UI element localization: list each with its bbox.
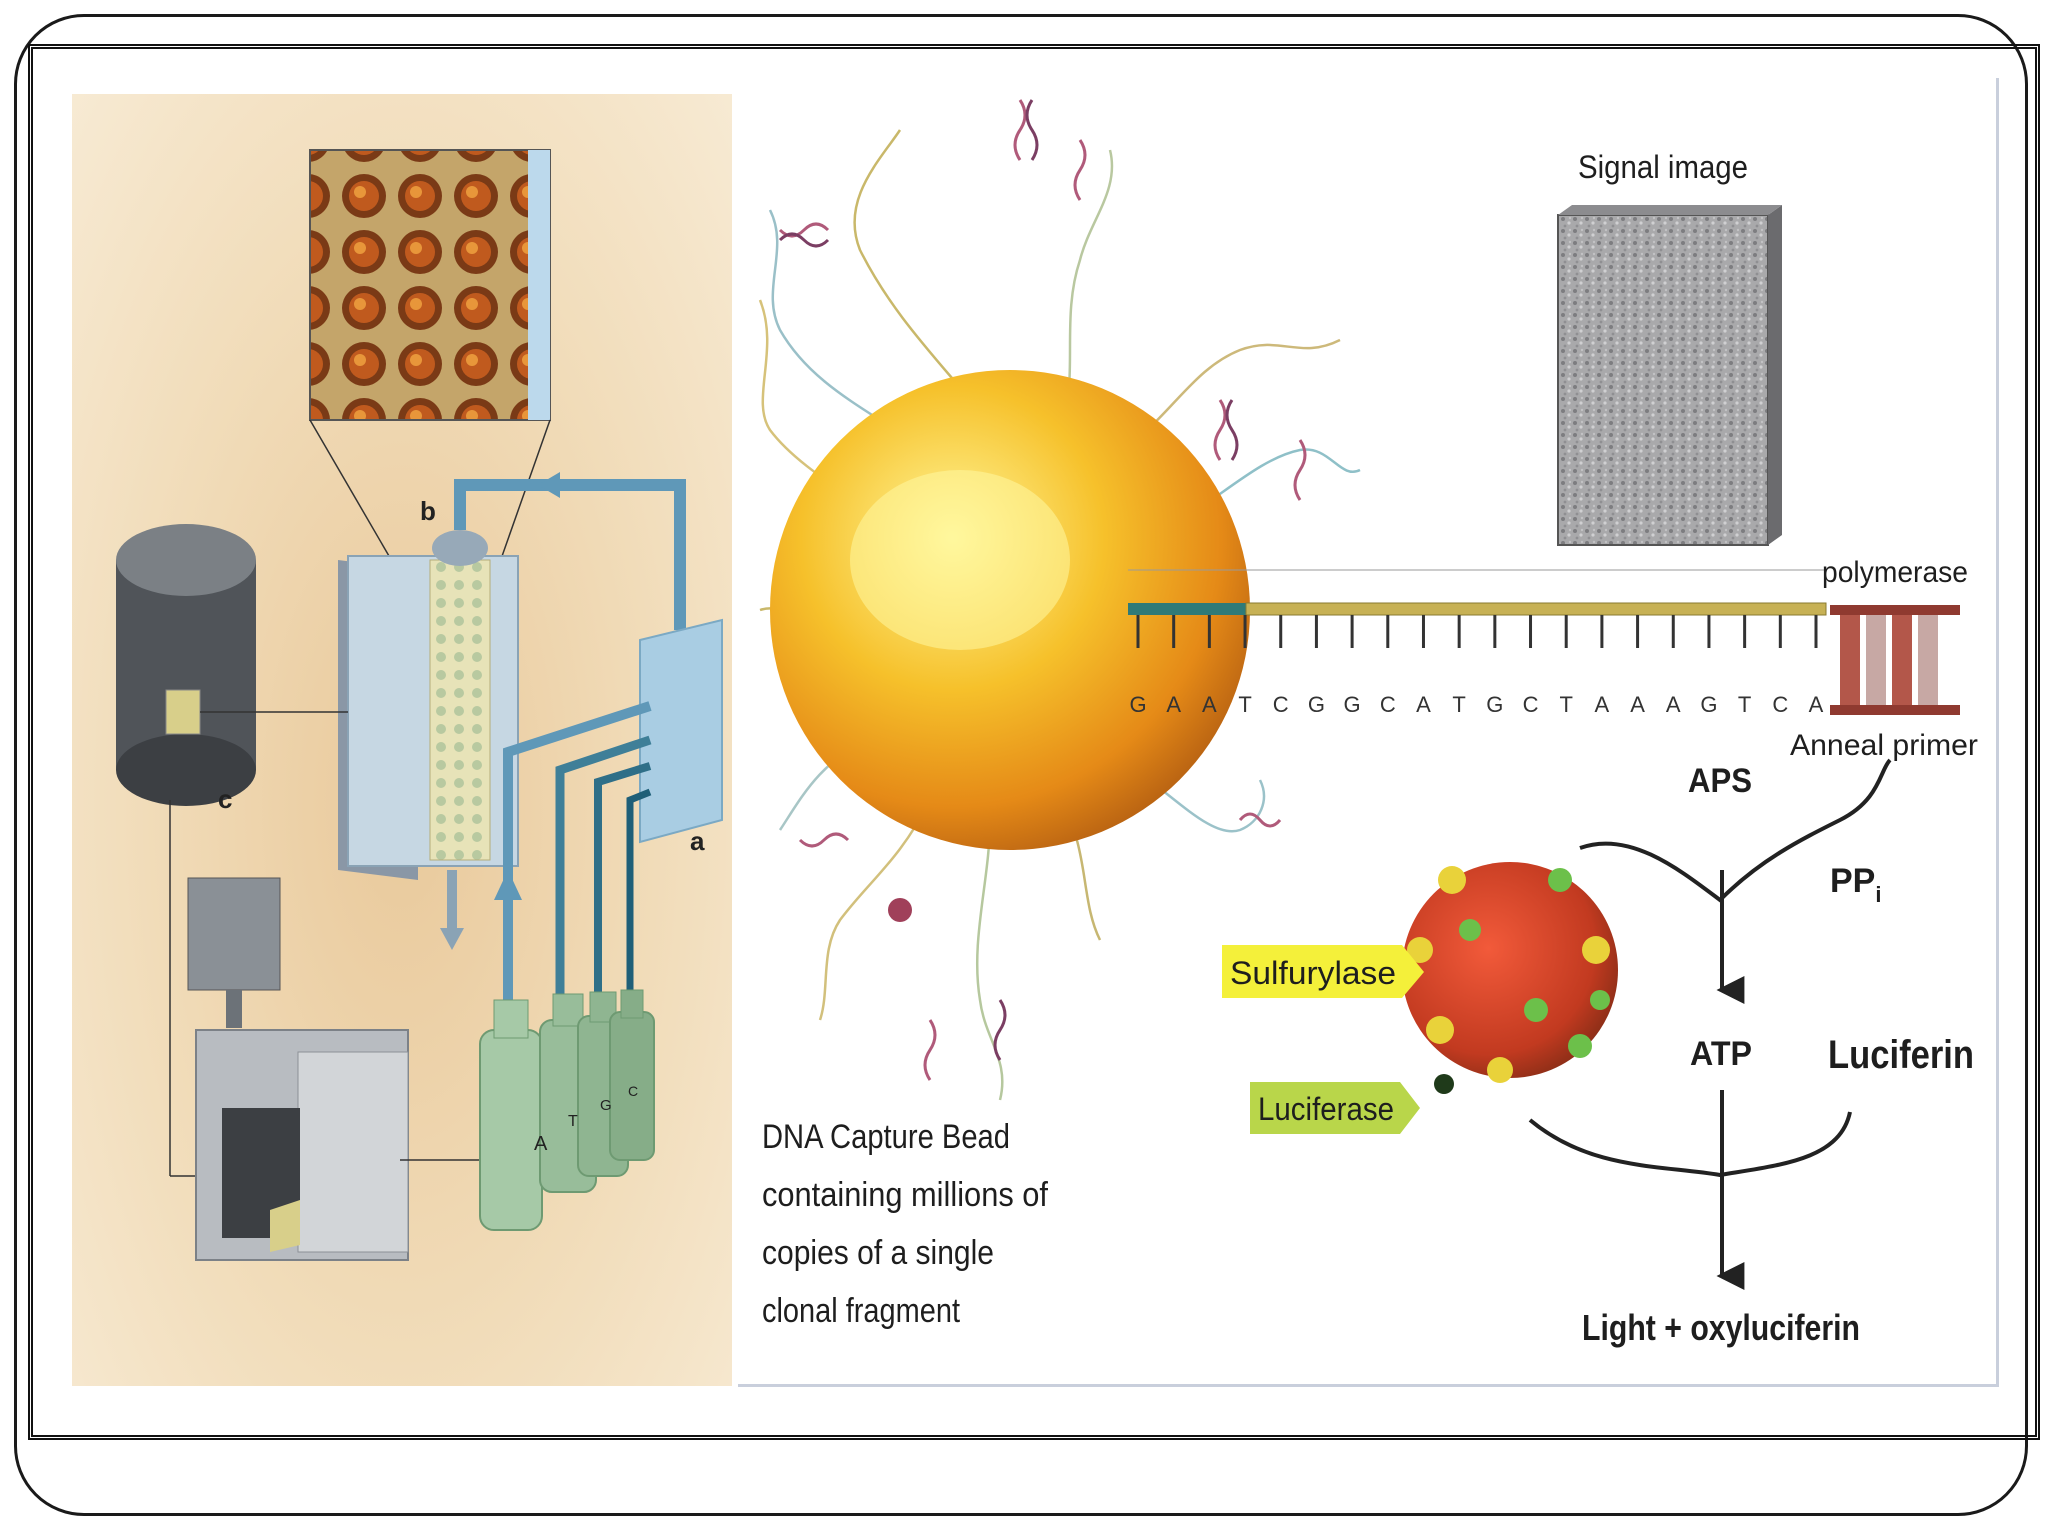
sequence-base: T bbox=[1559, 692, 1572, 717]
signal-image-label: Signal image bbox=[1578, 149, 1748, 185]
dna-helix-fragments bbox=[778, 99, 1307, 1081]
reagent-tube-c bbox=[626, 788, 652, 1010]
return-flow-arrow bbox=[538, 472, 560, 498]
label-a: a bbox=[690, 826, 705, 856]
reagent-flow-arrow bbox=[494, 870, 522, 900]
signal-image-top bbox=[1558, 205, 1782, 215]
light-oxyluciferin-label: Light + oxyluciferin bbox=[1582, 1307, 1860, 1348]
dna-bead-fragment bbox=[888, 898, 912, 922]
primer-rung bbox=[1840, 615, 1860, 705]
luciferin-flow-curve bbox=[1528, 1111, 1852, 1178]
computer-monitor bbox=[187, 877, 281, 991]
sequence-base: G bbox=[1308, 692, 1325, 717]
sequence-base: A bbox=[1166, 692, 1181, 717]
bead-caption: DNA Capture Bead containing millions of … bbox=[762, 1118, 1057, 1330]
bottle-label: G bbox=[600, 1097, 612, 1114]
bead-highlight bbox=[850, 470, 1070, 650]
return-tube bbox=[454, 479, 686, 630]
sulfurylase-tag bbox=[1222, 945, 1424, 998]
sequence-base: G bbox=[1700, 692, 1717, 717]
figure-frame bbox=[28, 44, 2040, 1440]
sequence-base: T bbox=[1452, 692, 1465, 717]
bead-caption-line: copies of a single bbox=[762, 1234, 994, 1272]
bottle-a bbox=[479, 1029, 543, 1231]
signal-image-edge bbox=[1768, 205, 1782, 545]
sequence-base: T bbox=[1738, 692, 1751, 717]
bottle-label: A bbox=[534, 1133, 548, 1155]
flow-cell-inlet bbox=[432, 530, 488, 566]
primer-bar-top bbox=[1830, 605, 1960, 615]
label-b: b bbox=[420, 496, 436, 526]
primer-rung bbox=[1918, 615, 1938, 705]
enzyme-surface-proteins bbox=[1407, 866, 1610, 1094]
signal-image bbox=[1557, 214, 1769, 546]
luciferase-tag bbox=[1250, 1082, 1420, 1134]
ppi-subscript: i bbox=[1875, 882, 1881, 907]
luciferase-label: Luciferase bbox=[1258, 1091, 1394, 1127]
monitor-stand bbox=[226, 990, 242, 1028]
ppi-label: PPi bbox=[1830, 862, 1881, 907]
aps-label: APS bbox=[1688, 762, 1752, 800]
polymerase-label: polymerase bbox=[1822, 556, 1968, 589]
reagent-tube-a bbox=[503, 701, 652, 1000]
sequence-base: C bbox=[1273, 692, 1289, 717]
reagent-tube-t bbox=[555, 735, 652, 1010]
template-strand bbox=[1245, 602, 1827, 616]
bottle-label: T bbox=[568, 1113, 578, 1130]
luciferin-label: Luciferin bbox=[1828, 1033, 1974, 1077]
bead-caption-line: clonal fragment bbox=[762, 1292, 960, 1330]
fluidics-block bbox=[639, 618, 723, 844]
ccd-camera-top bbox=[116, 524, 256, 596]
atp-label: ATP bbox=[1690, 1035, 1752, 1073]
pp-i-flow-curve bbox=[1579, 758, 1892, 903]
picotiter-zoom-inset bbox=[309, 149, 551, 421]
sequence-base: G bbox=[1486, 692, 1503, 717]
sequence-base: C bbox=[1523, 692, 1539, 717]
sequence-base: C bbox=[1772, 692, 1788, 717]
bead-caption-line: containing millions of bbox=[762, 1176, 1048, 1214]
instrument-schematic: A T G C b c a bbox=[116, 149, 723, 1261]
sequence-base: G bbox=[1129, 692, 1146, 717]
inset-flow-channel bbox=[528, 150, 550, 420]
ppi-text: PP bbox=[1830, 862, 1875, 900]
ccd-chip bbox=[165, 689, 201, 735]
primer-bar-bottom bbox=[1830, 705, 1960, 715]
sequence-base: T bbox=[1238, 692, 1251, 717]
primer-rung bbox=[1866, 615, 1886, 705]
anneal-primer-label: Anneal primer bbox=[1790, 729, 1978, 762]
primer-rung bbox=[1892, 615, 1912, 705]
sequence-base: A bbox=[1666, 692, 1681, 717]
outflow-arrow bbox=[440, 928, 464, 950]
picotiter-plate bbox=[429, 559, 491, 861]
sequencer-chip bbox=[270, 1200, 300, 1252]
adapter-segment bbox=[1128, 603, 1246, 615]
polymerase-complex bbox=[1830, 605, 1960, 715]
sequence-base: A bbox=[1202, 692, 1217, 717]
sequence-base: A bbox=[1416, 692, 1431, 717]
sequence-base: A bbox=[1809, 692, 1824, 717]
sequence-base: G bbox=[1344, 692, 1361, 717]
ccd-camera-bottom bbox=[116, 734, 256, 806]
bottle-c-neck bbox=[620, 989, 644, 1019]
base-ticks bbox=[1136, 615, 1818, 648]
enzyme-bead bbox=[1402, 862, 1618, 1078]
sulfurylase-label: Sulfurylase bbox=[1230, 955, 1396, 991]
sequence-base: A bbox=[1630, 692, 1645, 717]
slide-frame bbox=[14, 14, 2028, 1516]
bottle-a-neck bbox=[493, 999, 529, 1039]
sequencer-reagent-door bbox=[297, 1051, 409, 1253]
label-c: c bbox=[218, 784, 232, 814]
sequence-base: C bbox=[1380, 692, 1396, 717]
bead-caption-line: DNA Capture Bead bbox=[762, 1118, 1010, 1156]
bottle-label: C bbox=[628, 1083, 638, 1099]
sequence-base: A bbox=[1595, 692, 1610, 717]
bottle-t-neck bbox=[552, 993, 584, 1027]
reagent-tube-g bbox=[594, 762, 652, 1010]
reagent-bottles: A T G C bbox=[479, 989, 655, 1231]
